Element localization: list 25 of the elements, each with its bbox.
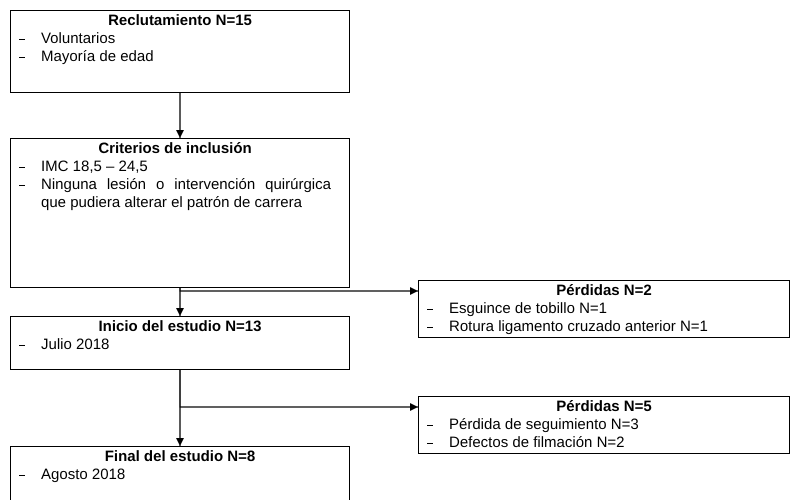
arrow bbox=[179, 287, 418, 295]
list-item-text: Agosto 2018 bbox=[41, 466, 126, 484]
list-item-text: Defectos de filmación N=2 bbox=[449, 434, 626, 452]
process-box bbox=[418, 396, 790, 454]
process-box bbox=[418, 280, 790, 338]
list-item-text: Ninguna lesión o intervención quirúrgica que pudiera alterar el patrón de carrera bbox=[41, 176, 331, 212]
list-item-text: Julio 2018 bbox=[41, 336, 110, 354]
box-heading: Pérdidas N=5 bbox=[555, 398, 653, 416]
process-box bbox=[10, 446, 350, 500]
box-heading: Criterios de inclusión bbox=[97, 140, 253, 158]
box-heading: Inicio del estudio N=13 bbox=[98, 318, 262, 336]
arrow bbox=[179, 370, 418, 411]
box-heading: Pérdidas N=2 bbox=[555, 282, 653, 300]
list-item-text: Voluntarios bbox=[41, 30, 116, 48]
list-item-text: Rotura ligamento cruzado anterior N=1 bbox=[449, 318, 709, 336]
arrow bbox=[176, 93, 184, 138]
list-item-text: IMC 18,5 – 24,5 bbox=[41, 158, 149, 176]
list-item-text: Esguince de tobillo N=1 bbox=[449, 300, 608, 318]
list-item-text: Mayoría de edad bbox=[41, 48, 155, 66]
process-box bbox=[10, 316, 350, 370]
process-box bbox=[10, 138, 350, 288]
box-heading: Reclutamiento N=15 bbox=[107, 12, 253, 30]
box-heading: Final del estudio N=8 bbox=[104, 448, 256, 466]
list-item-text: Pérdida de seguimiento N=3 bbox=[449, 416, 640, 434]
process-box bbox=[10, 10, 350, 93]
